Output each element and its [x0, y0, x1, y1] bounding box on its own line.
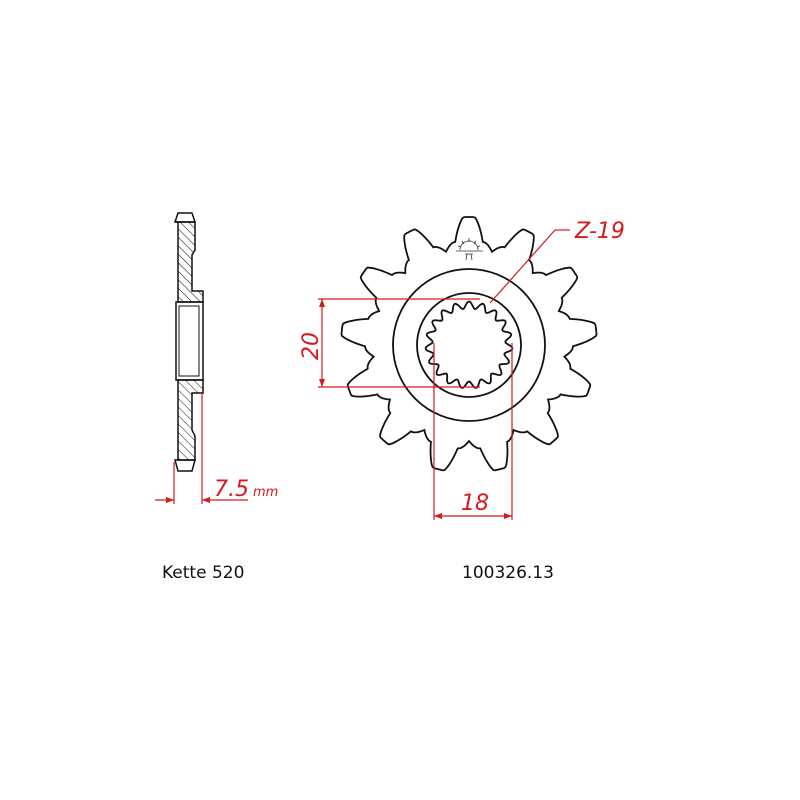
bore-width-value: 18 — [461, 491, 489, 516]
thickness-value: 7.5 — [214, 477, 249, 502]
side-upper-hatch — [175, 221, 204, 303]
spline-bore-profile — [424, 300, 514, 389]
part-number: 100326.13 — [462, 563, 554, 583]
bore-height-value: 20 — [299, 332, 324, 360]
logo-icon — [456, 238, 483, 261]
hub-circle-outer — [392, 268, 546, 422]
thickness-dimension — [155, 393, 248, 504]
hub-circle-inner — [416, 292, 522, 398]
side-top-tip — [173, 212, 197, 223]
bore-dimensions — [318, 229, 570, 520]
side-lower-hatch — [177, 379, 204, 461]
spline-label: Z-19 — [574, 219, 625, 244]
outer-teeth-profile — [340, 216, 598, 472]
side-bottom-tip — [174, 459, 196, 472]
front-view — [340, 216, 598, 472]
side-hub-bore-inner — [178, 305, 200, 377]
thickness-unit: mm — [253, 485, 278, 500]
side-section-view — [173, 212, 204, 472]
chain-label: Kette 520 — [162, 563, 245, 583]
